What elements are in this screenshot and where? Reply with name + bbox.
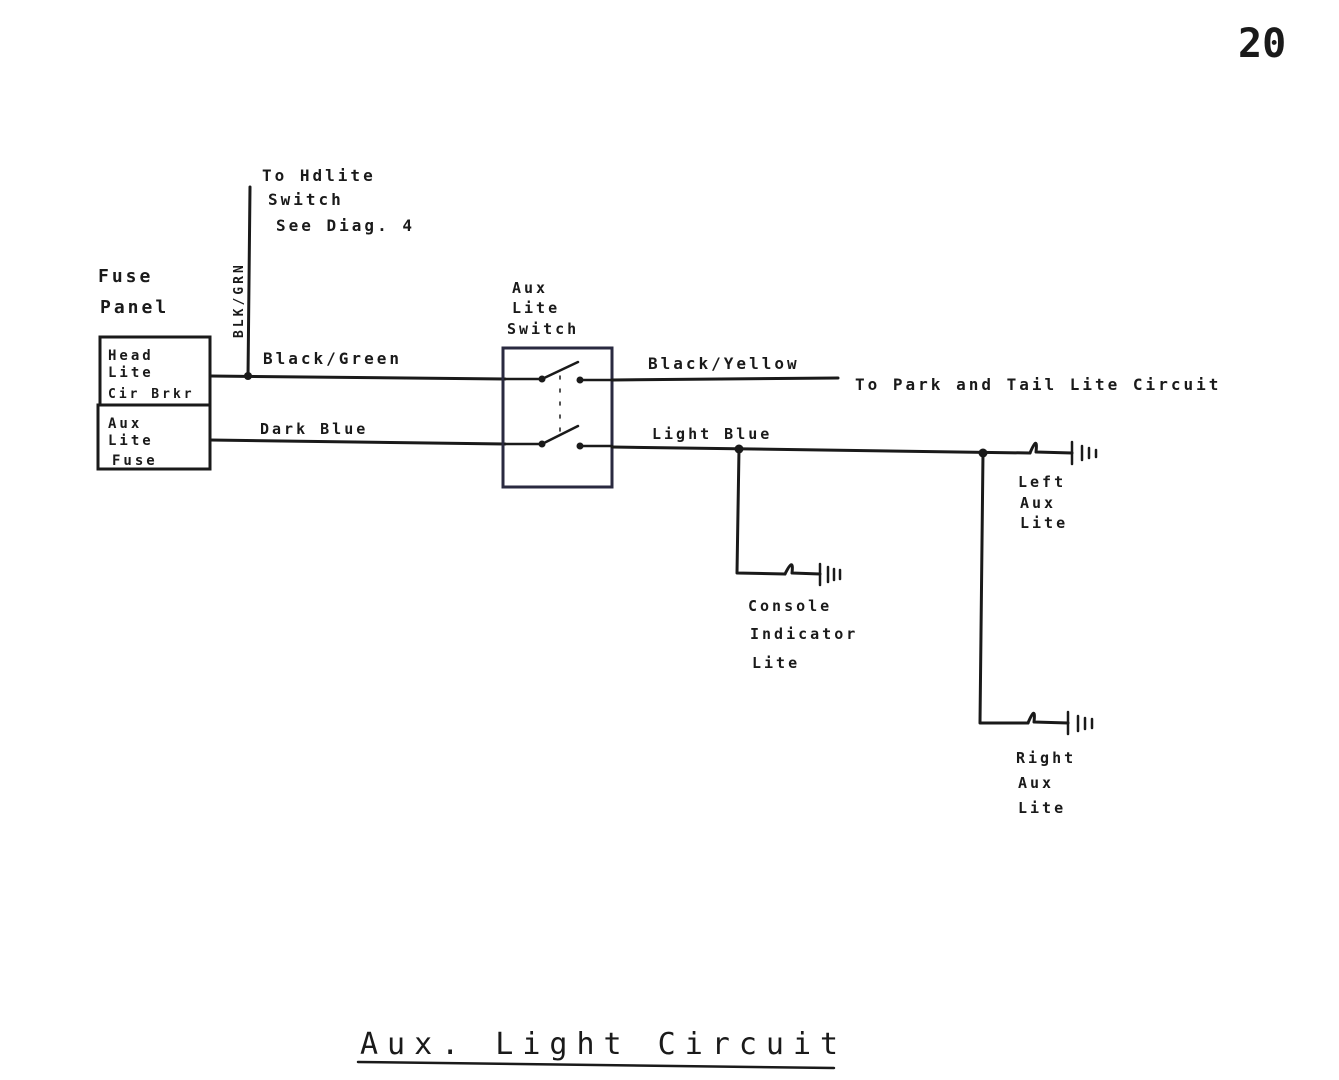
aux-switch-label-3: Switch — [507, 320, 579, 338]
switch-contacts-lower — [503, 424, 614, 450]
aux-switch-label-2: Lite — [512, 299, 560, 317]
black-green-label: Black/Green — [263, 349, 402, 368]
title-underline — [356, 1060, 836, 1070]
destination-label: To Park and Tail Lite Circuit — [855, 375, 1221, 394]
aux-switch-box — [501, 346, 614, 489]
fuse-panel-label-2: Panel — [100, 297, 169, 318]
aux-fuse-text-2: Lite — [108, 433, 154, 449]
headlite-note-2: Switch — [268, 190, 344, 209]
head-lite-text-1: Head — [108, 348, 154, 364]
diagram-title: Aux. Light Circuit — [360, 1027, 847, 1062]
wire-right-aux-branch — [978, 451, 1030, 725]
aux-switch-label-1: Aux — [512, 279, 548, 297]
dark-blue-label: Dark Blue — [260, 420, 368, 438]
aux-lite-fuse-box — [96, 403, 212, 471]
switch-contacts-upper — [503, 360, 614, 384]
wire-light-blue — [610, 445, 1032, 455]
left-aux-lamp-symbol — [1028, 440, 1098, 466]
black-yellow-label: Black/Yellow — [648, 354, 800, 373]
wire-dark-blue — [208, 438, 507, 446]
aux-fuse-text-1: Aux — [108, 416, 142, 432]
wire-black-green — [208, 374, 507, 381]
left-aux-text-3: Lite — [1020, 514, 1068, 532]
head-lite-text-3: Cir Brkr — [108, 387, 195, 402]
headlite-note-1: To Hdlite — [262, 166, 376, 185]
right-aux-text-1: Right — [1016, 749, 1076, 767]
light-blue-label: Light Blue — [652, 425, 772, 443]
left-aux-text-1: Left — [1018, 473, 1066, 491]
wire-console-branch — [735, 447, 787, 576]
console-text-1: Console — [748, 597, 832, 615]
page-number: 20 — [1238, 21, 1286, 67]
left-aux-text-2: Aux — [1020, 494, 1056, 512]
right-aux-text-3: Lite — [1018, 799, 1066, 817]
console-lamp-symbol — [783, 562, 842, 587]
aux-fuse-text-3: Fuse — [112, 453, 158, 469]
wire-to-headlite-switch — [246, 185, 252, 379]
blk-grn-wire-label: BLK/GRN — [232, 262, 247, 338]
head-lite-text-2: Lite — [108, 365, 154, 381]
wire-black-yellow — [610, 376, 840, 382]
console-text-2: Indicator — [750, 625, 858, 643]
right-aux-lamp-symbol — [1026, 710, 1094, 736]
right-aux-text-2: Aux — [1018, 774, 1054, 792]
headlite-note-3: See Diag. 4 — [276, 216, 415, 235]
junction-headlite — [244, 372, 252, 380]
console-text-3: Lite — [752, 654, 800, 672]
fuse-panel-label-1: Fuse — [98, 266, 153, 287]
